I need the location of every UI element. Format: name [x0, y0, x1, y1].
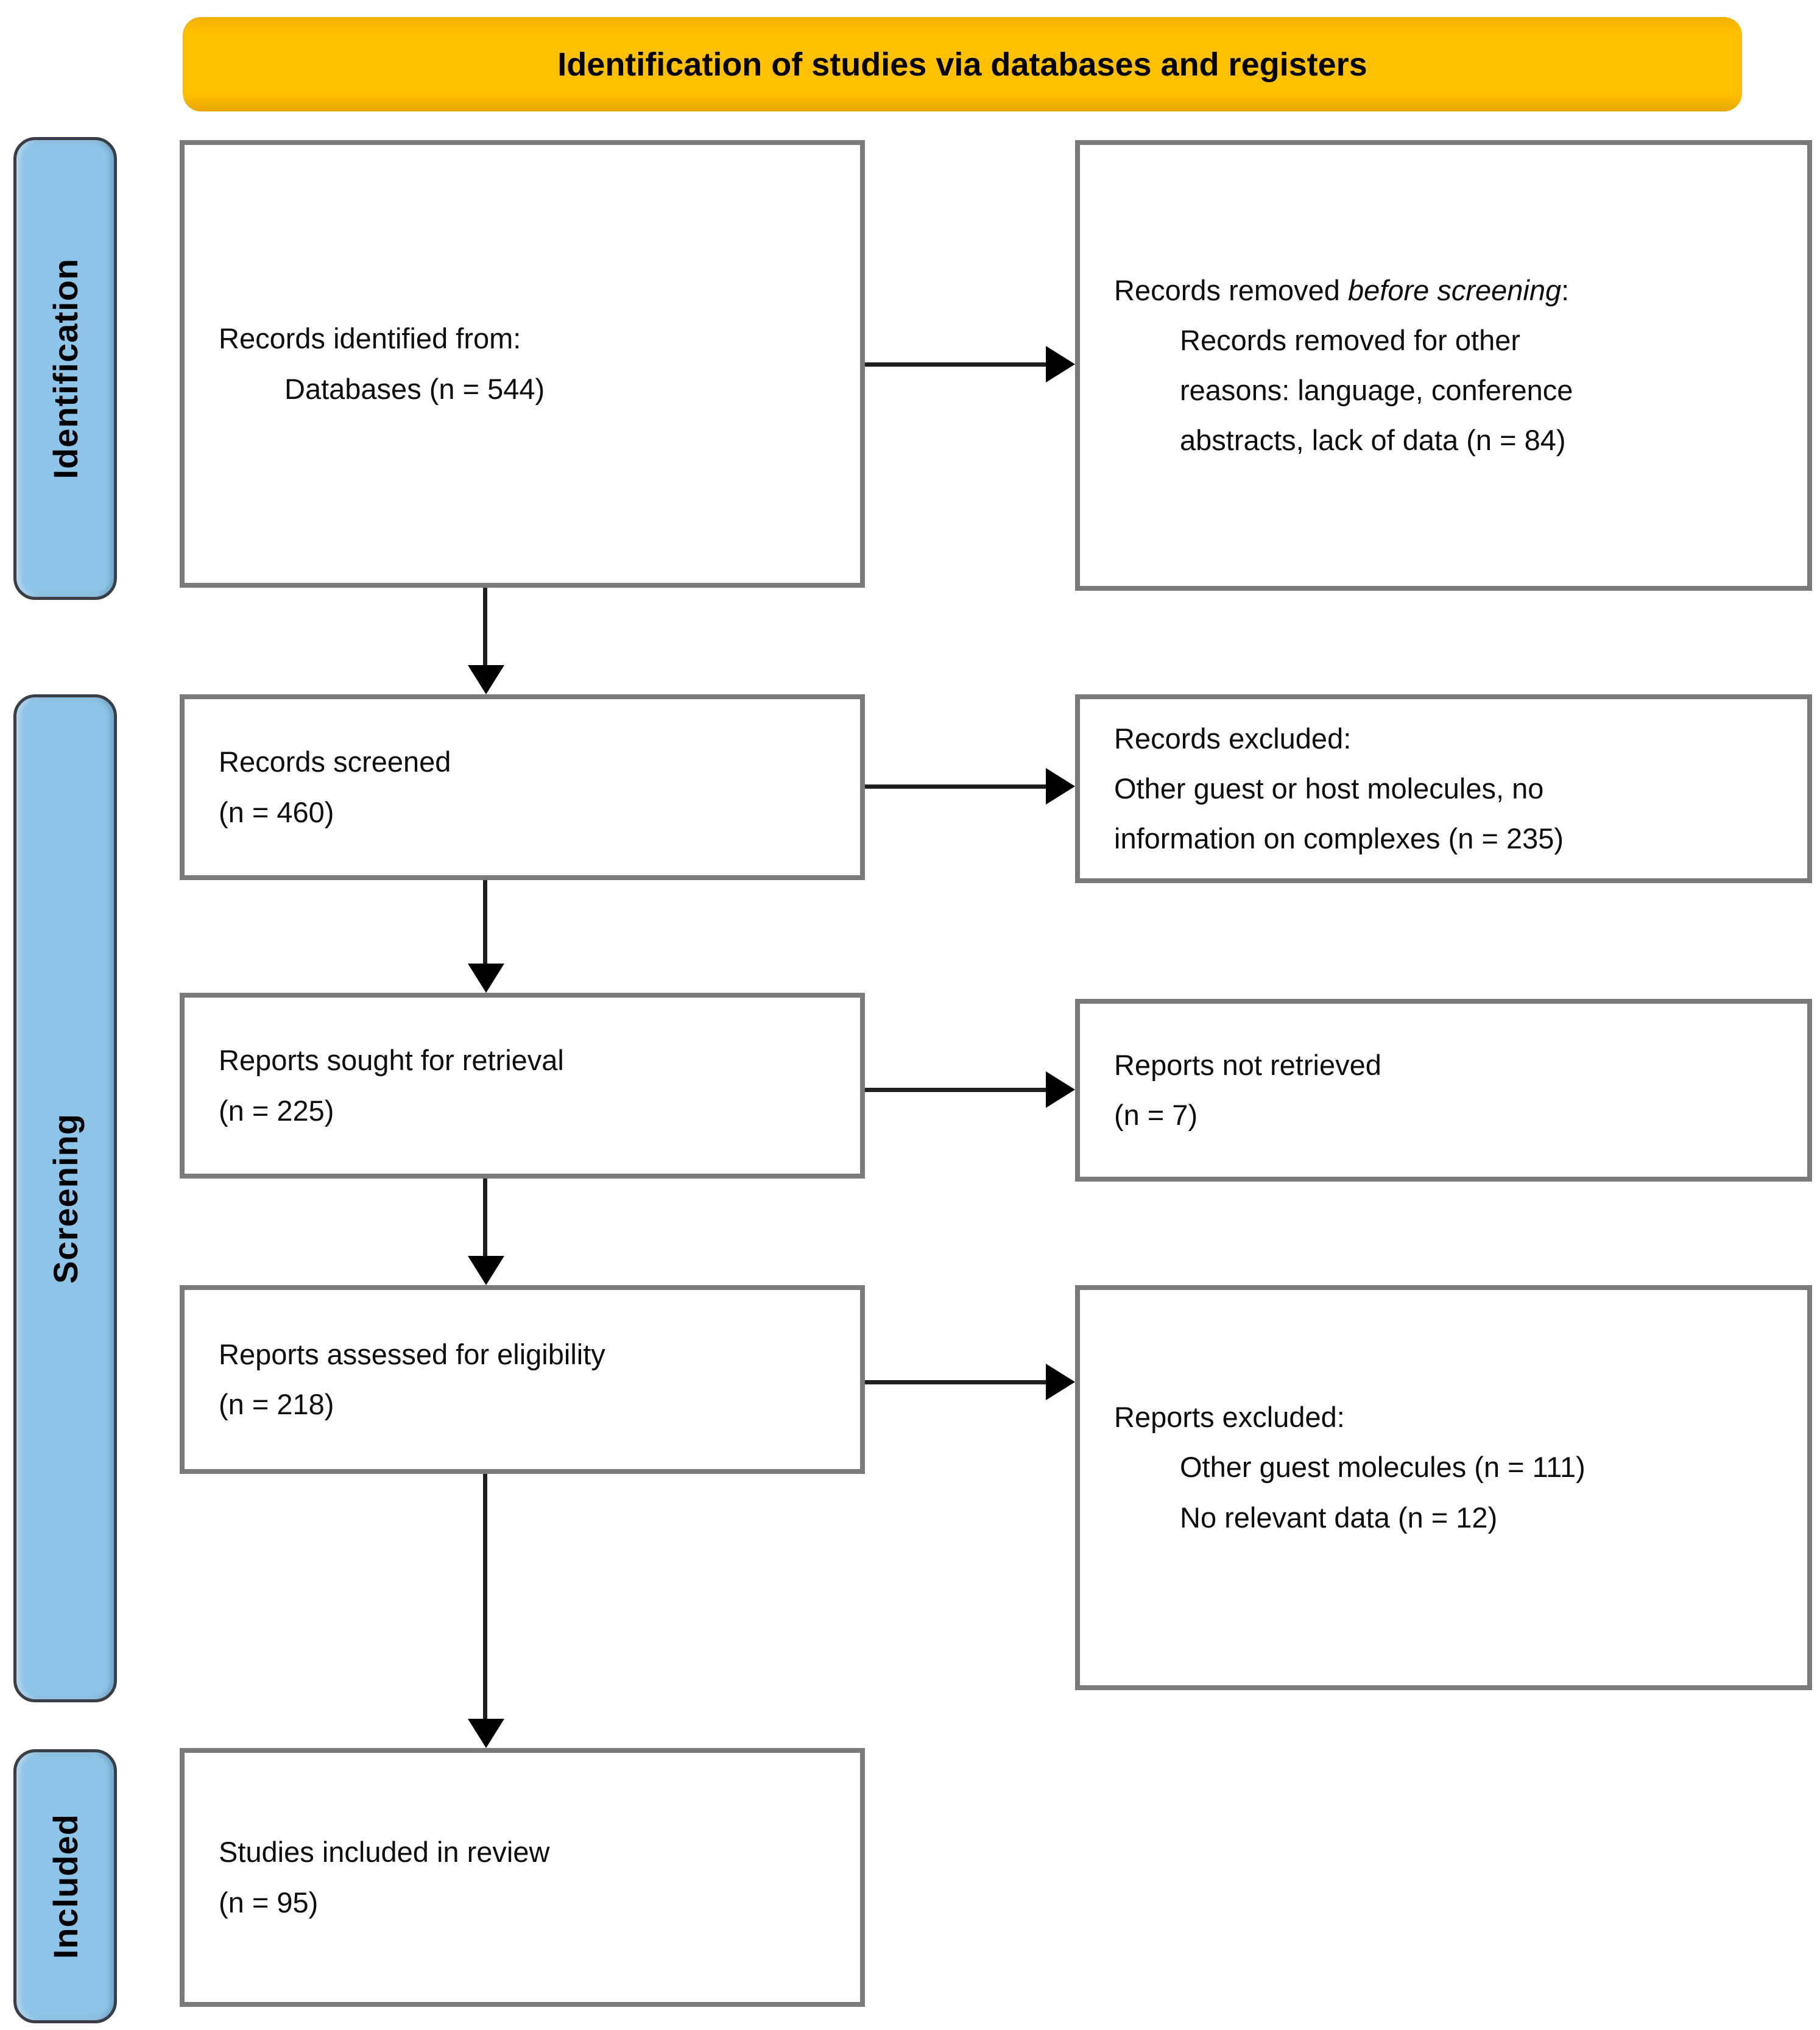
box-reports-assessed: Reports assessed for eligibility (n = 21… [180, 1285, 865, 1474]
arrow-identified-to-screened-line [483, 588, 487, 668]
arrow-screened-to-sought-line [483, 880, 487, 965]
arrow-identified-to-screened-head [468, 665, 504, 694]
records-excluded-detail-2: information on complexes (n = 235) [1114, 822, 1564, 855]
reports-assessed-line1: Reports assessed for eligibility [219, 1337, 605, 1370]
records-removed-lead-suffix: : [1561, 273, 1570, 306]
stage-identification: Identification [13, 137, 117, 600]
arrow-identified-to-removed-head [1046, 346, 1075, 382]
box-reports-sought: Reports sought for retrieval (n = 225) [180, 993, 865, 1179]
box-records-screened: Records screened (n = 460) [180, 694, 865, 880]
records-removed-lead-italic: before screening [1348, 273, 1562, 306]
arrow-identified-to-removed-line [865, 362, 1048, 367]
arrow-assessed-to-excluded-line [865, 1380, 1048, 1384]
arrow-screened-to-sought-head [468, 964, 504, 993]
reports-sought-line2: (n = 225) [219, 1094, 334, 1127]
arrow-sought-to-assessed-line [483, 1179, 487, 1258]
stage-screening-label: Screening [46, 1113, 85, 1284]
arrow-sought-to-notretrieved-line [865, 1088, 1048, 1092]
stage-included: Included [13, 1749, 117, 2023]
arrow-screened-to-excluded-head [1046, 768, 1075, 805]
records-removed-lead-prefix: Records removed [1114, 273, 1348, 306]
records-identified-line2: Databases (n = 544) [284, 372, 545, 405]
records-screened-line1: Records screened [219, 745, 451, 778]
studies-included-line1: Studies included in review [219, 1836, 550, 1869]
arrow-sought-to-assessed-head [468, 1256, 504, 1285]
banner-title: Identification of studies via databases … [183, 17, 1742, 111]
records-identified-line1: Records identified from: [219, 322, 521, 355]
box-reports-excluded: Reports excluded: Other guest molecules … [1075, 1285, 1812, 1690]
reports-excluded-line1: Reports excluded: [1114, 1401, 1345, 1434]
arrow-assessed-to-excluded-head [1046, 1364, 1075, 1400]
records-excluded-detail-1: Other guest or host molecules, no [1114, 772, 1544, 805]
banner-title-label: Identification of studies via databases … [557, 46, 1367, 83]
box-records-identified: Records identified from: Databases (n = … [180, 140, 865, 588]
records-removed-detail-3: abstracts, lack of data (n = 84) [1180, 424, 1566, 457]
records-excluded-line1: Records excluded: [1114, 722, 1352, 755]
reports-not-retrieved-line1: Reports not retrieved [1114, 1048, 1381, 1081]
stage-screening: Screening [13, 694, 117, 1702]
arrow-assessed-to-included-head [468, 1719, 504, 1748]
arrow-assessed-to-included-line [483, 1474, 487, 1721]
studies-included-line2: (n = 95) [219, 1886, 319, 1919]
records-screened-line2: (n = 460) [219, 795, 334, 828]
records-removed-lead: Records removed before screening: [1114, 266, 1785, 315]
reports-not-retrieved-line2: (n = 7) [1114, 1099, 1198, 1131]
stage-identification-label: Identification [46, 258, 85, 479]
box-records-removed: Records removed before screening: Record… [1075, 140, 1812, 591]
reports-sought-line1: Reports sought for retrieval [219, 1044, 564, 1077]
box-reports-not-retrieved: Reports not retrieved (n = 7) [1075, 999, 1812, 1182]
arrow-screened-to-excluded-line [865, 784, 1048, 789]
box-studies-included: Studies included in review (n = 95) [180, 1748, 865, 2007]
box-records-excluded: Records excluded: Other guest or host mo… [1075, 694, 1812, 883]
reports-excluded-item-2: No relevant data (n = 12) [1180, 1501, 1498, 1534]
records-removed-detail-2: reasons: language, conference [1180, 374, 1573, 406]
reports-assessed-line2: (n = 218) [219, 1388, 334, 1420]
arrow-sought-to-notretrieved-head [1046, 1071, 1075, 1108]
stage-included-label: Included [46, 1813, 85, 1959]
records-removed-detail-1: Records removed for other [1180, 323, 1521, 356]
reports-excluded-item-1: Other guest molecules (n = 111) [1180, 1451, 1585, 1484]
